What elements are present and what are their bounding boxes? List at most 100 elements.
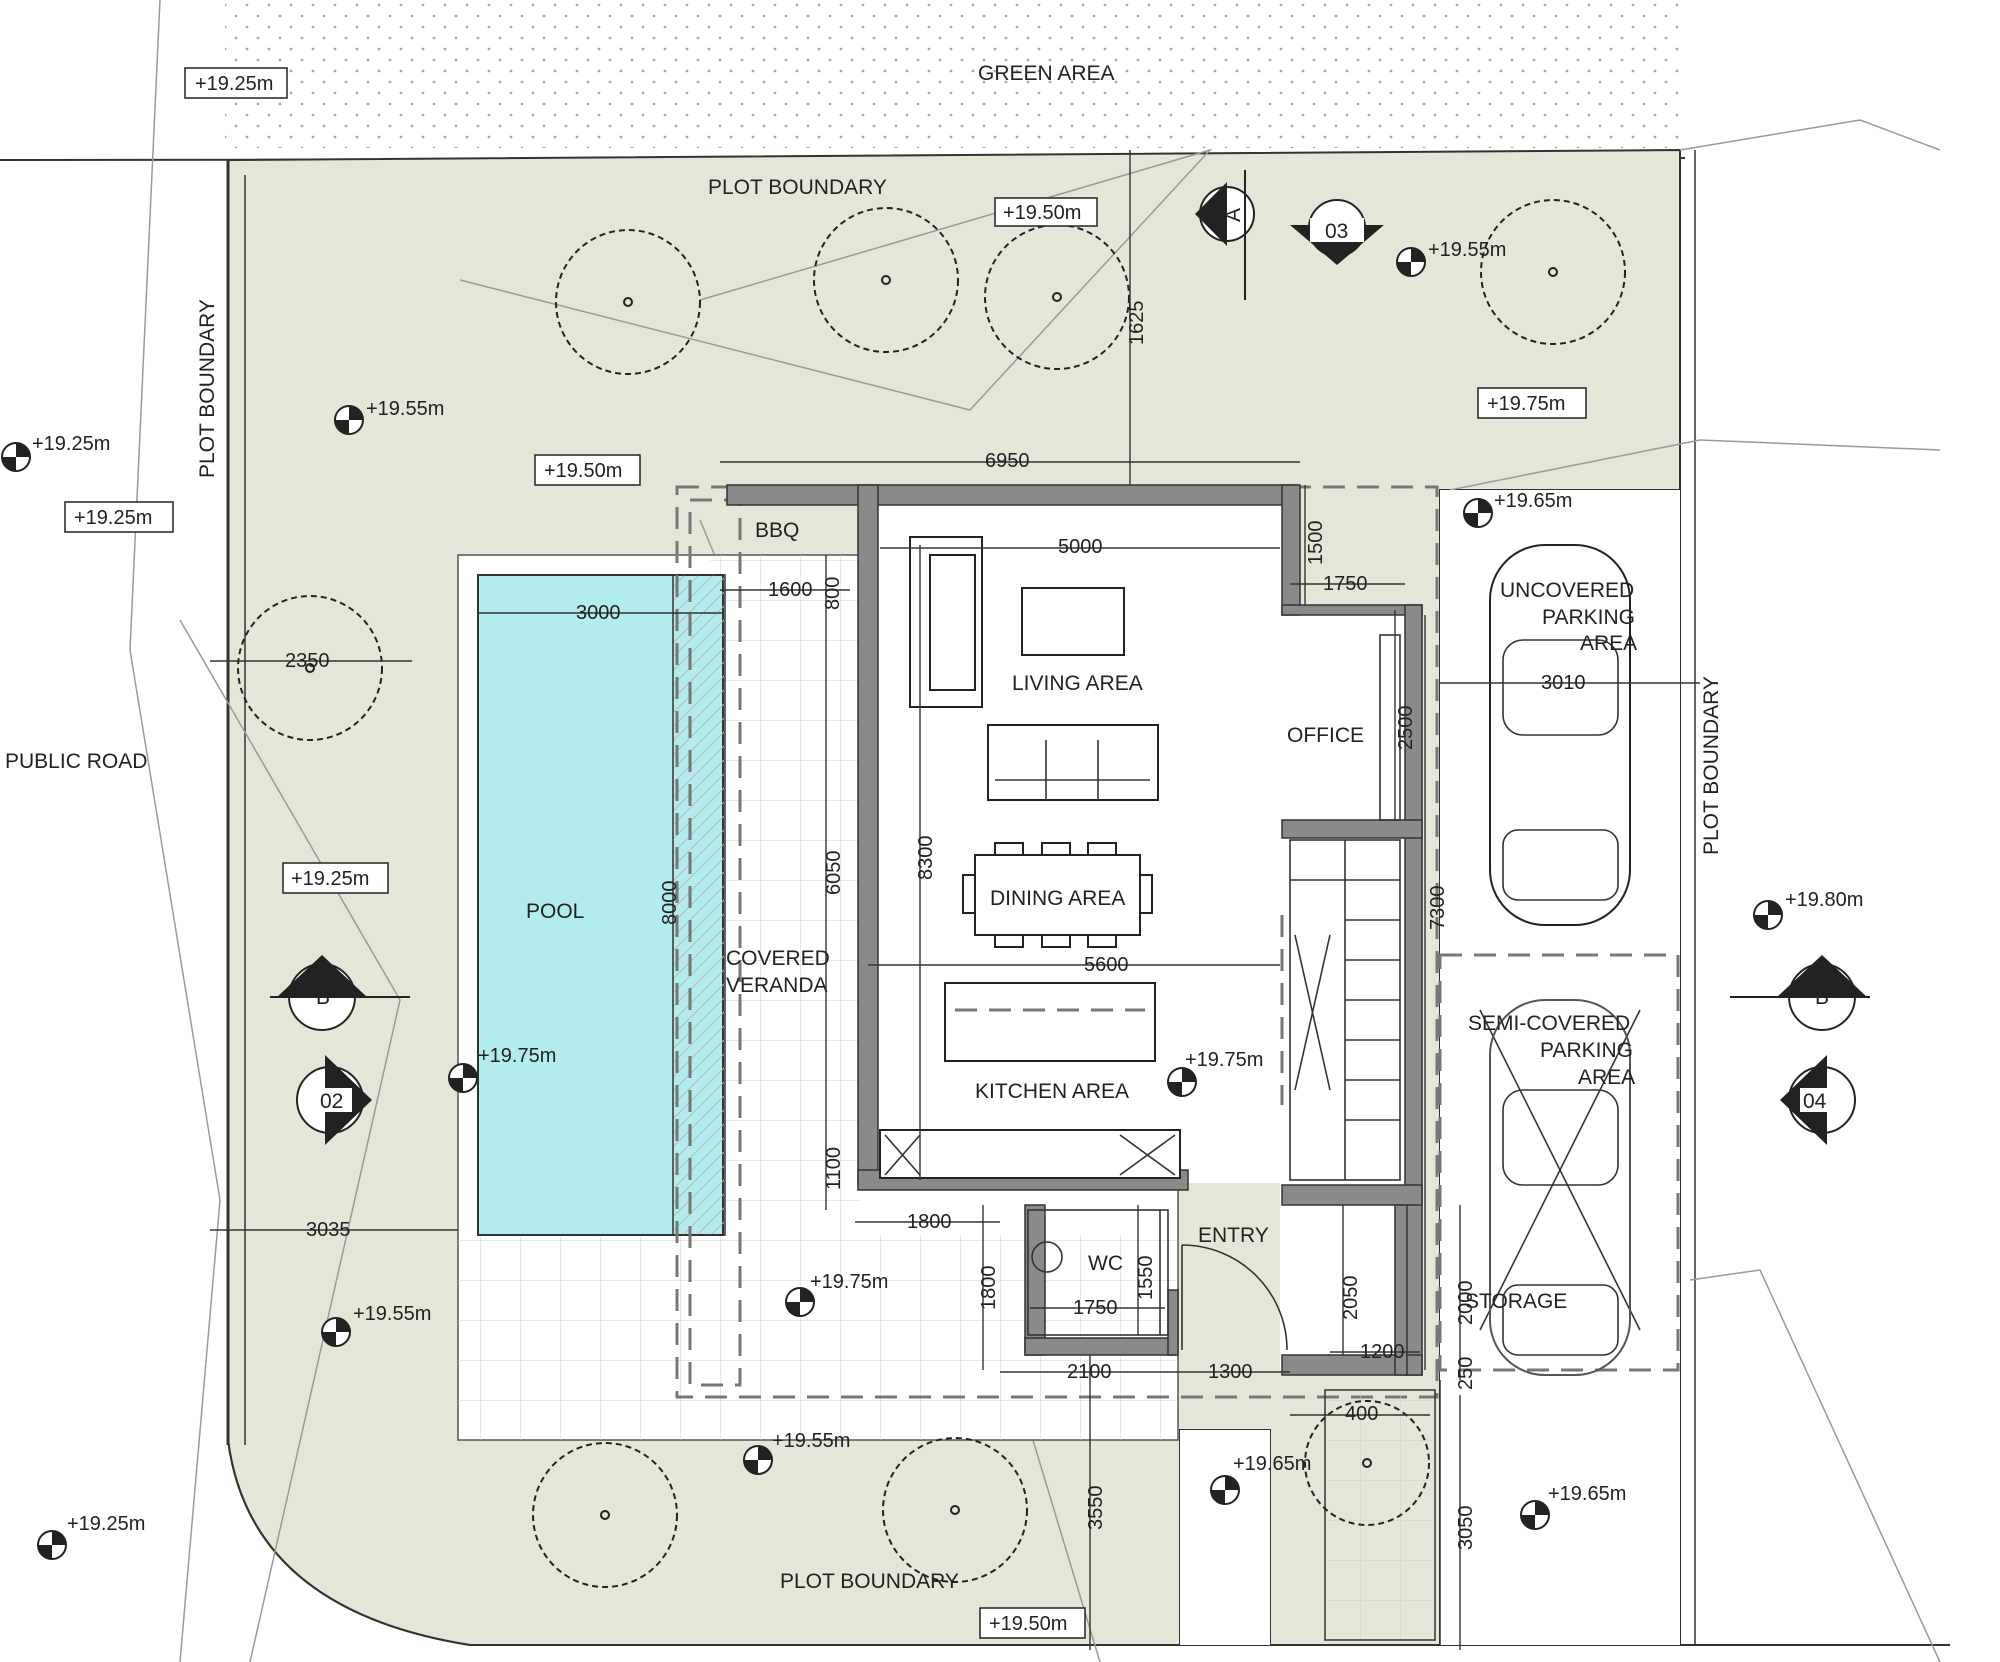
dining-table bbox=[962, 842, 1153, 948]
semi-covered-parking-label: AREA bbox=[1578, 1066, 1635, 1089]
dimension-label: 3050 bbox=[1455, 1506, 1477, 1551]
tree-icon bbox=[984, 224, 1130, 370]
level-label: +19.55m bbox=[772, 1430, 850, 1452]
level-label: +19.25m bbox=[195, 73, 273, 95]
wc-room bbox=[1027, 1209, 1169, 1336]
dimension-label: 400 bbox=[1345, 1403, 1378, 1425]
section-marker-b-right-icon bbox=[1730, 955, 1870, 1031]
entry-label: ENTRY bbox=[1198, 1224, 1269, 1247]
level-label: +19.25m bbox=[291, 868, 369, 890]
plot-boundary-label: PLOT BOUNDARY bbox=[196, 299, 219, 478]
office-label: OFFICE bbox=[1287, 724, 1364, 747]
dimension-label: 3035 bbox=[306, 1219, 351, 1241]
level-marker-icon bbox=[1, 442, 31, 472]
dimension-label: 3000 bbox=[576, 602, 621, 624]
section-marker-a-icon bbox=[1195, 170, 1255, 300]
dimension-label: 1800 bbox=[978, 1266, 1000, 1311]
kitchen-area-label: KITCHEN AREA bbox=[975, 1080, 1129, 1103]
level-label: +19.65m bbox=[1494, 490, 1572, 512]
semi-covered-outline bbox=[1438, 953, 1680, 1372]
dimension-label: 1750 bbox=[1323, 573, 1368, 595]
level-label: +19.50m bbox=[1003, 202, 1081, 224]
section-letter: A bbox=[1222, 208, 1245, 222]
level-marker-icon bbox=[743, 1445, 773, 1475]
semi-covered-parking-label: PARKING bbox=[1540, 1039, 1633, 1062]
level-marker-icon bbox=[1396, 247, 1426, 277]
dimension-label: 7300 bbox=[1427, 886, 1449, 931]
tree-icon bbox=[237, 595, 383, 741]
kitchen-island bbox=[944, 982, 1156, 1062]
dimension-label: 3010 bbox=[1541, 672, 1586, 694]
staircase bbox=[1280, 839, 1401, 1181]
dimension-label: 5600 bbox=[1084, 954, 1129, 976]
section-letter: B bbox=[316, 986, 330, 1009]
semi-covered-parking-label: SEMI-COVERED bbox=[1468, 1012, 1630, 1035]
view-marker-04-icon bbox=[1780, 1055, 1856, 1145]
dimension-label: 1550 bbox=[1135, 1256, 1157, 1301]
dimension-label: 1200 bbox=[1360, 1341, 1405, 1363]
level-label: +19.75m bbox=[478, 1045, 556, 1067]
dining-area-label: DINING AREA bbox=[990, 887, 1125, 910]
tree-icon bbox=[532, 1442, 678, 1588]
level-marker-icon bbox=[321, 1317, 351, 1347]
dimension-label: 2100 bbox=[1067, 1361, 1112, 1383]
kitchen-counter bbox=[879, 1129, 1181, 1179]
covered-veranda-label: COVERED bbox=[726, 947, 830, 970]
view-number: 03 bbox=[1325, 220, 1348, 243]
dimension-label: 2050 bbox=[1340, 1276, 1362, 1321]
level-label: +19.55m bbox=[1428, 239, 1506, 261]
level-marker-icon bbox=[1210, 1475, 1240, 1505]
tree-icon bbox=[1480, 199, 1626, 345]
dimension-label: 800 bbox=[822, 577, 844, 610]
level-marker-icon bbox=[334, 405, 364, 435]
view-marker-03-icon bbox=[1290, 199, 1384, 265]
green-area-strip bbox=[225, 0, 1680, 148]
dimension-label: 8000 bbox=[659, 881, 681, 926]
level-marker-icon bbox=[785, 1287, 815, 1317]
section-letter: B bbox=[1815, 986, 1829, 1009]
storage-label: STORAGE bbox=[1465, 1290, 1567, 1313]
level-label: +19.25m bbox=[74, 507, 152, 529]
level-marker-icon bbox=[1753, 900, 1783, 930]
level-label: +19.75m bbox=[1185, 1049, 1263, 1071]
level-label: +19.75m bbox=[810, 1271, 888, 1293]
level-marker-icon bbox=[1167, 1067, 1197, 1097]
car-icon bbox=[1489, 544, 1631, 926]
plot-boundary-label: PLOT BOUNDARY bbox=[780, 1570, 959, 1593]
level-label: +19.55m bbox=[366, 398, 444, 420]
dimension-label: 1500 bbox=[1305, 521, 1327, 566]
view-number: 02 bbox=[320, 1090, 343, 1113]
public-road-label: PUBLIC ROAD bbox=[5, 750, 147, 773]
house-walls bbox=[726, 484, 1423, 1376]
dimension-label: 2500 bbox=[1395, 706, 1417, 751]
dimension-label: 1100 bbox=[823, 1147, 845, 1190]
tree-icon bbox=[555, 229, 701, 375]
living-furniture bbox=[909, 536, 1159, 801]
tree-icon bbox=[813, 207, 959, 353]
dimension-label: 2350 bbox=[285, 650, 330, 672]
level-marker-icon bbox=[37, 1530, 67, 1560]
wc-label: WC bbox=[1088, 1252, 1123, 1275]
level-label: +19.75m bbox=[1487, 393, 1565, 415]
level-label: +19.65m bbox=[1548, 1483, 1626, 1505]
dimension-label: 1750 bbox=[1073, 1297, 1118, 1319]
dimension-label: 8300 bbox=[915, 836, 937, 881]
uncovered-parking-label: AREA bbox=[1580, 632, 1637, 655]
uncovered-parking-label: UNCOVERED bbox=[1500, 579, 1634, 602]
dimension-label: 6050 bbox=[823, 851, 845, 896]
level-marker-icon bbox=[1463, 498, 1493, 528]
green-area-label: GREEN AREA bbox=[978, 62, 1115, 85]
pool-label: POOL bbox=[526, 900, 584, 923]
dimension-label: 1800 bbox=[907, 1211, 952, 1233]
section-marker-b-left-icon bbox=[270, 955, 410, 1031]
plot-boundary-label: PLOT BOUNDARY bbox=[1700, 676, 1723, 855]
dimension-label: 5000 bbox=[1058, 536, 1103, 558]
level-marker-icon bbox=[1520, 1500, 1550, 1530]
bbq-label: BBQ bbox=[755, 519, 799, 542]
level-label: +19.55m bbox=[353, 1303, 431, 1325]
view-number: 04 bbox=[1803, 1090, 1827, 1113]
level-label: +19.65m bbox=[1233, 1453, 1311, 1475]
dimension-label: 2000 bbox=[1455, 1281, 1477, 1326]
uncovered-parking-label: PARKING bbox=[1542, 606, 1635, 629]
